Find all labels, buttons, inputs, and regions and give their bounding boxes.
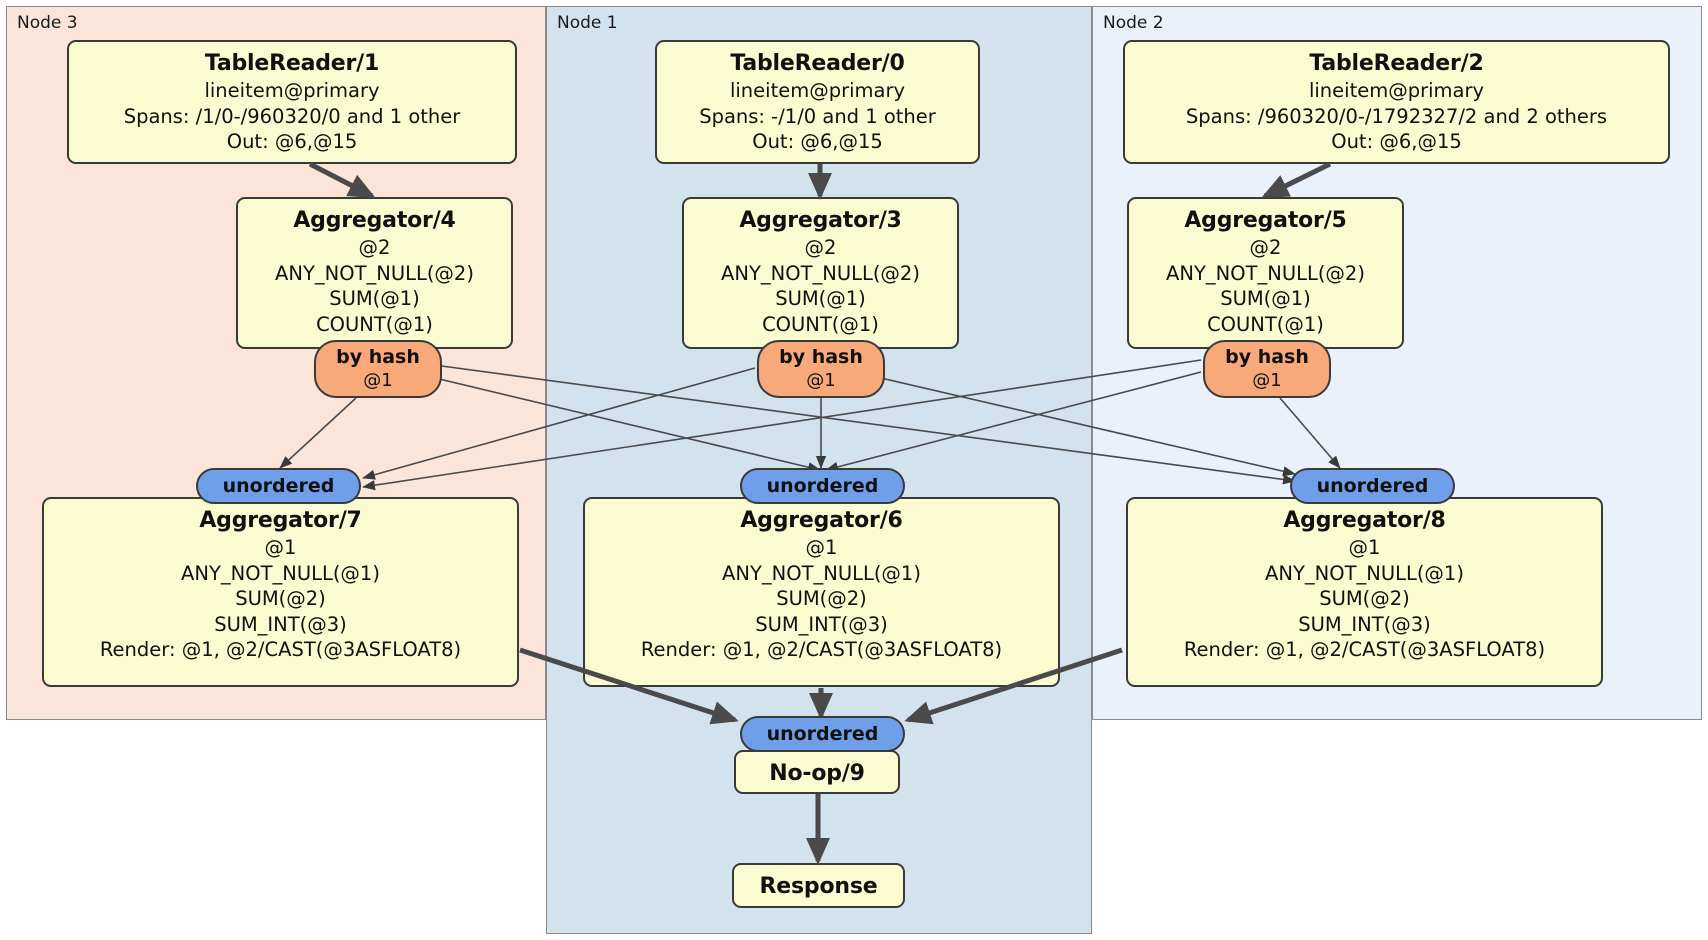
aggregator-5-line-3: COUNT(@1) [1207,312,1324,336]
response-node-title: Response [759,874,878,899]
aggregator-6-line-2: SUM(@2) [776,587,867,610]
table-reader-1-line-1: Spans: /1/0-/960320/0 and 1 other [123,104,461,128]
by-hash-badge-center[interactable]: by hash@1 [757,340,885,398]
aggregator-5-line-2: SUM(@1) [1220,287,1311,310]
table-reader-2-line-1: Spans: /960320/0-/1792327/2 and 2 others [1185,104,1608,128]
response-node[interactable]: Response [732,863,905,908]
aggregator-7-line-3: SUM_INT(@3) [214,612,347,636]
no-op-9-title: No-op/9 [769,761,865,786]
unordered-badge-center[interactable]: unordered [740,468,905,504]
aggregator-8-line-3: SUM_INT(@3) [1298,612,1431,636]
aggregator-5-line-0: @2 [1249,236,1282,259]
unordered-badge-center-title: unordered [766,474,879,497]
by-hash-badge-right-title: by hash [1225,346,1309,368]
aggregator-7-line-0: @1 [264,536,297,559]
aggregator-3-line-2: SUM(@1) [775,287,866,310]
by-hash-badge-center-sub: @1 [806,370,836,391]
unordered-badge-left[interactable]: unordered [196,468,361,504]
aggregator-5-title: Aggregator/5 [1184,208,1347,233]
aggregator-8-line-0: @1 [1348,536,1381,559]
aggregator-5-line-1: ANY_NOT_NULL(@2) [1166,261,1365,285]
by-hash-badge-left-sub: @1 [363,370,393,391]
table-reader-1-line-2: Out: @6,@15 [226,130,358,153]
aggregator-3-line-0: @2 [804,236,837,259]
by-hash-badge-right[interactable]: by hash@1 [1203,340,1331,398]
unordered-badge-right-title: unordered [1316,474,1429,497]
table-reader-0-line-1: Spans: -/1/0 and 1 other [699,104,936,128]
region-label-node2: Node 2 [1103,13,1164,33]
aggregator-3-line-3: COUNT(@1) [762,312,879,336]
aggregator-7-line-1: ANY_NOT_NULL(@1) [181,561,380,585]
aggregator-4-line-2: SUM(@1) [329,287,420,310]
table-reader-2-line-0: lineitem@primary [1308,79,1485,102]
by-hash-badge-center-title: by hash [779,346,863,368]
aggregator-8-title: Aggregator/8 [1283,508,1446,533]
aggregator-4-line-3: COUNT(@1) [316,312,433,336]
aggregator-6-line-1: ANY_NOT_NULL(@1) [722,561,921,585]
aggregator-7-line-2: SUM(@2) [235,587,326,610]
aggregator-7-title: Aggregator/7 [199,508,362,533]
table-reader-2-title: TableReader/2 [1309,51,1484,76]
aggregator-8-line-1: ANY_NOT_NULL(@1) [1265,561,1464,585]
table-reader-0-line-0: lineitem@primary [729,79,906,102]
by-hash-badge-left[interactable]: by hash@1 [314,340,442,398]
unordered-badge-noop[interactable]: unordered [740,716,905,752]
aggregator-6-line-0: @1 [805,536,838,559]
aggregator-8-line-4: Render: @1, @2/CAST(@3ASFLOAT8) [1183,638,1546,661]
aggregator-8-line-2: SUM(@2) [1319,587,1410,610]
aggregator-4-line-0: @2 [358,236,391,259]
aggregator-3-title: Aggregator/3 [739,208,902,233]
aggregator-7-line-4: Render: @1, @2/CAST(@3ASFLOAT8) [99,638,462,661]
aggregator-6-title: Aggregator/6 [740,508,903,533]
aggregator-6-line-3: SUM_INT(@3) [755,612,888,636]
table-reader-2-line-2: Out: @6,@15 [1331,130,1462,153]
unordered-badge-left-title: unordered [222,474,335,497]
aggregator-4-title: Aggregator/4 [293,208,456,233]
by-hash-badge-left-title: by hash [336,346,420,368]
table-reader-0-line-2: Out: @6,@15 [752,130,883,153]
aggregator-4-line-1: ANY_NOT_NULL(@2) [275,261,474,285]
by-hash-badge-right-sub: @1 [1252,370,1282,391]
table-reader-1-title: TableReader/1 [204,51,380,76]
region-label-node3: Node 3 [17,13,78,33]
no-op-9[interactable]: No-op/9 [734,750,900,794]
aggregator-6-line-4: Render: @1, @2/CAST(@3ASFLOAT8) [640,638,1003,661]
table-reader-1-line-0: lineitem@primary [204,79,380,102]
region-label-node1: Node 1 [557,13,618,33]
table-reader-0-title: TableReader/0 [730,51,905,76]
unordered-badge-right[interactable]: unordered [1290,468,1455,504]
aggregator-3-line-1: ANY_NOT_NULL(@2) [721,261,920,285]
unordered-badge-noop-title: unordered [766,722,879,745]
